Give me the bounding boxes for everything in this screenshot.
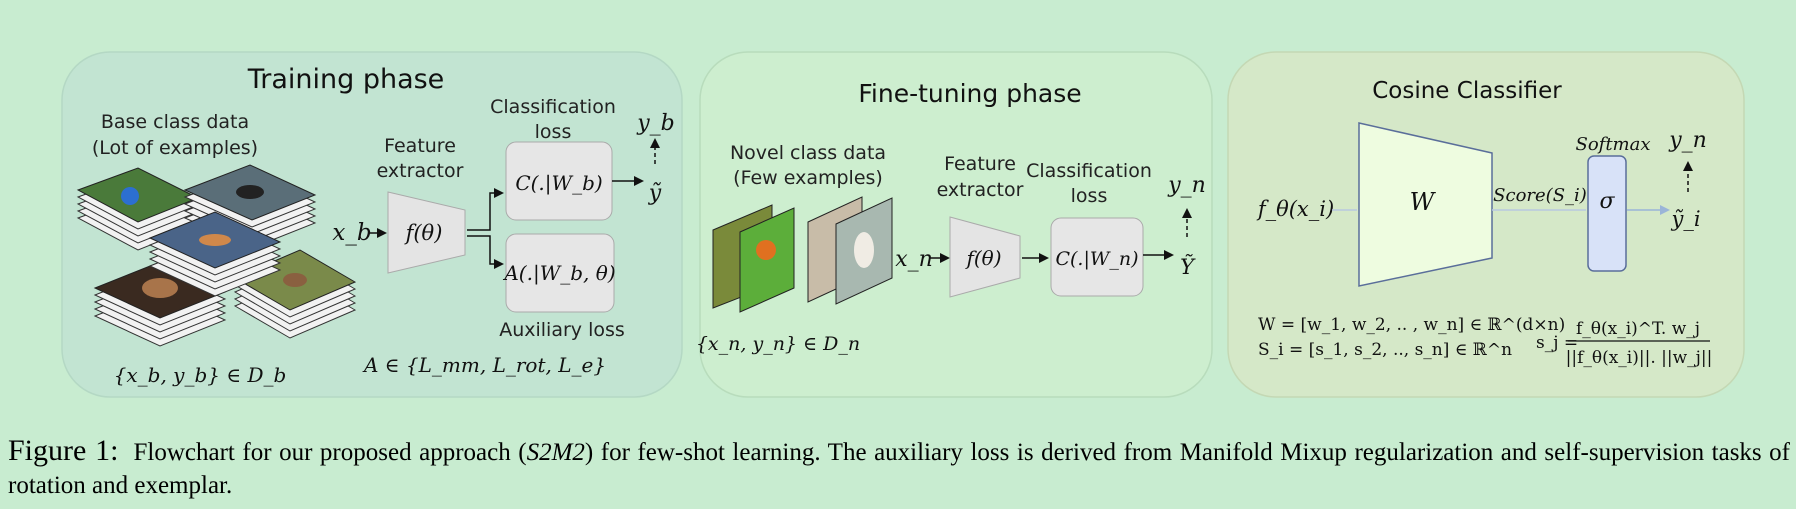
caption-method-name: S2M2 — [526, 439, 585, 466]
novel-class-label-2: (Few examples) — [733, 167, 883, 189]
ft-feature-label-2: extractor — [937, 179, 1024, 201]
score-label: Score(S_i) — [1493, 185, 1587, 206]
ft-prediction: Ỹ — [1180, 255, 1196, 279]
ft-classification-loss-1: Classification — [1026, 160, 1152, 182]
auxiliary-loss-set: A ∈ {L_mm, L_rot, L_e} — [362, 353, 606, 377]
equation-sj-numerator: f_θ(x_i)^T. w_j — [1576, 319, 1700, 339]
feature-extractor-label-2: extractor — [377, 160, 464, 182]
feature-extractor-trapezoid — [387, 191, 466, 274]
training-ground-truth: y_b — [636, 111, 675, 136]
ft-feature-label-1: Feature — [944, 153, 1016, 175]
base-class-label-2: (Lot of examples) — [92, 137, 258, 159]
cosine-input: f_θ(x_i) — [1256, 197, 1334, 221]
input-xb: x_b — [332, 220, 371, 246]
softmax-label: Softmax — [1575, 134, 1650, 155]
weight-matrix-label: W — [1410, 188, 1437, 216]
softmax-box — [1587, 155, 1627, 272]
base-image-stack-5 — [148, 211, 282, 297]
arrow-to-auxiliary — [467, 235, 504, 269]
base-image-stack-2 — [183, 164, 317, 249]
ft-ground-truth: y_n — [1167, 173, 1206, 198]
weight-matrix-block — [1358, 122, 1493, 287]
bird-image — [121, 187, 139, 205]
caption-text-before: Flowchart for our proposed approach ( — [133, 439, 527, 466]
classifier-box-label: C(.|W_b) — [515, 171, 602, 196]
ft-classifier-box — [1050, 217, 1144, 297]
auxiliary-loss-label: Auxiliary loss — [499, 319, 625, 341]
cosine-prediction: ỹ_i — [1670, 207, 1700, 231]
input-xn: x_n — [895, 247, 933, 272]
base-dataset-label: {x_b, y_b} ∈ D_b — [114, 363, 287, 387]
equation-sj-lhs: s_j = — [1536, 333, 1578, 353]
ft-feature-trapezoid — [949, 216, 1021, 298]
base-image-stack-4 — [233, 249, 357, 339]
ft-f-theta: f(θ) — [964, 246, 1001, 270]
auxiliary-box-label: A(.|W_b, θ) — [502, 261, 615, 286]
figure-caption: Figure 1: Flowchart for our proposed app… — [8, 434, 1790, 502]
cosine-title: Cosine Classifier — [1372, 78, 1562, 104]
cosine-ground-truth: y_n — [1668, 128, 1707, 153]
novel-dataset-label: {x_n, y_n} ∈ D_n — [696, 333, 860, 355]
novel-images-meerkat — [807, 196, 893, 305]
novel-class-label-1: Novel class data — [730, 142, 886, 164]
arrow-to-classifier — [467, 188, 504, 231]
caption-text-after: ) for few-shot learning. The auxiliary l… — [8, 439, 1791, 499]
feature-extractor-label-1: Feature — [384, 135, 456, 157]
sigma-symbol: σ — [1599, 189, 1615, 214]
finetune-panel: Fine-tuning phase Novel class data (Few … — [696, 51, 1213, 398]
feature-f-theta: f(θ) — [404, 221, 443, 245]
cosine-panel: Cosine Classifier f_θ(x_i) W Score(S_i) … — [1227, 51, 1745, 398]
equation-sj-denominator: ||f_θ(x_i)||. ||w_j|| — [1566, 348, 1713, 368]
equation-s: S_i = [s_1, s_2, .., s_n] ∈ ℝ^n — [1258, 340, 1512, 360]
flowchart-diagram: Training phase Base class data (Lot of e… — [61, 51, 1745, 398]
classification-loss-label-2: loss — [535, 121, 572, 143]
dog-image — [142, 278, 178, 298]
base-class-label-1: Base class data — [101, 111, 249, 133]
novel-images-ladybug — [712, 204, 795, 313]
equation-w: W = [w_1, w_2, .. , w_n] ∈ ℝ^(d×n) — [1258, 315, 1565, 335]
duck-image — [236, 185, 264, 199]
classification-loss-label-1: Classification — [490, 96, 616, 118]
training-title: Training phase — [247, 64, 445, 95]
finetune-title: Fine-tuning phase — [858, 79, 1081, 108]
base-image-stack-3 — [93, 261, 227, 347]
animal-image — [283, 273, 307, 287]
training-panel: Training phase Base class data (Lot of e… — [61, 51, 683, 398]
kingfisher-image — [199, 234, 231, 246]
training-prediction: ỹ — [648, 181, 662, 206]
auxiliary-box — [505, 233, 615, 313]
ft-classification-loss-2: loss — [1071, 185, 1108, 207]
figure-label: Figure 1: — [8, 434, 119, 467]
ft-classifier-box-label: C(.|W_n) — [1055, 248, 1138, 270]
